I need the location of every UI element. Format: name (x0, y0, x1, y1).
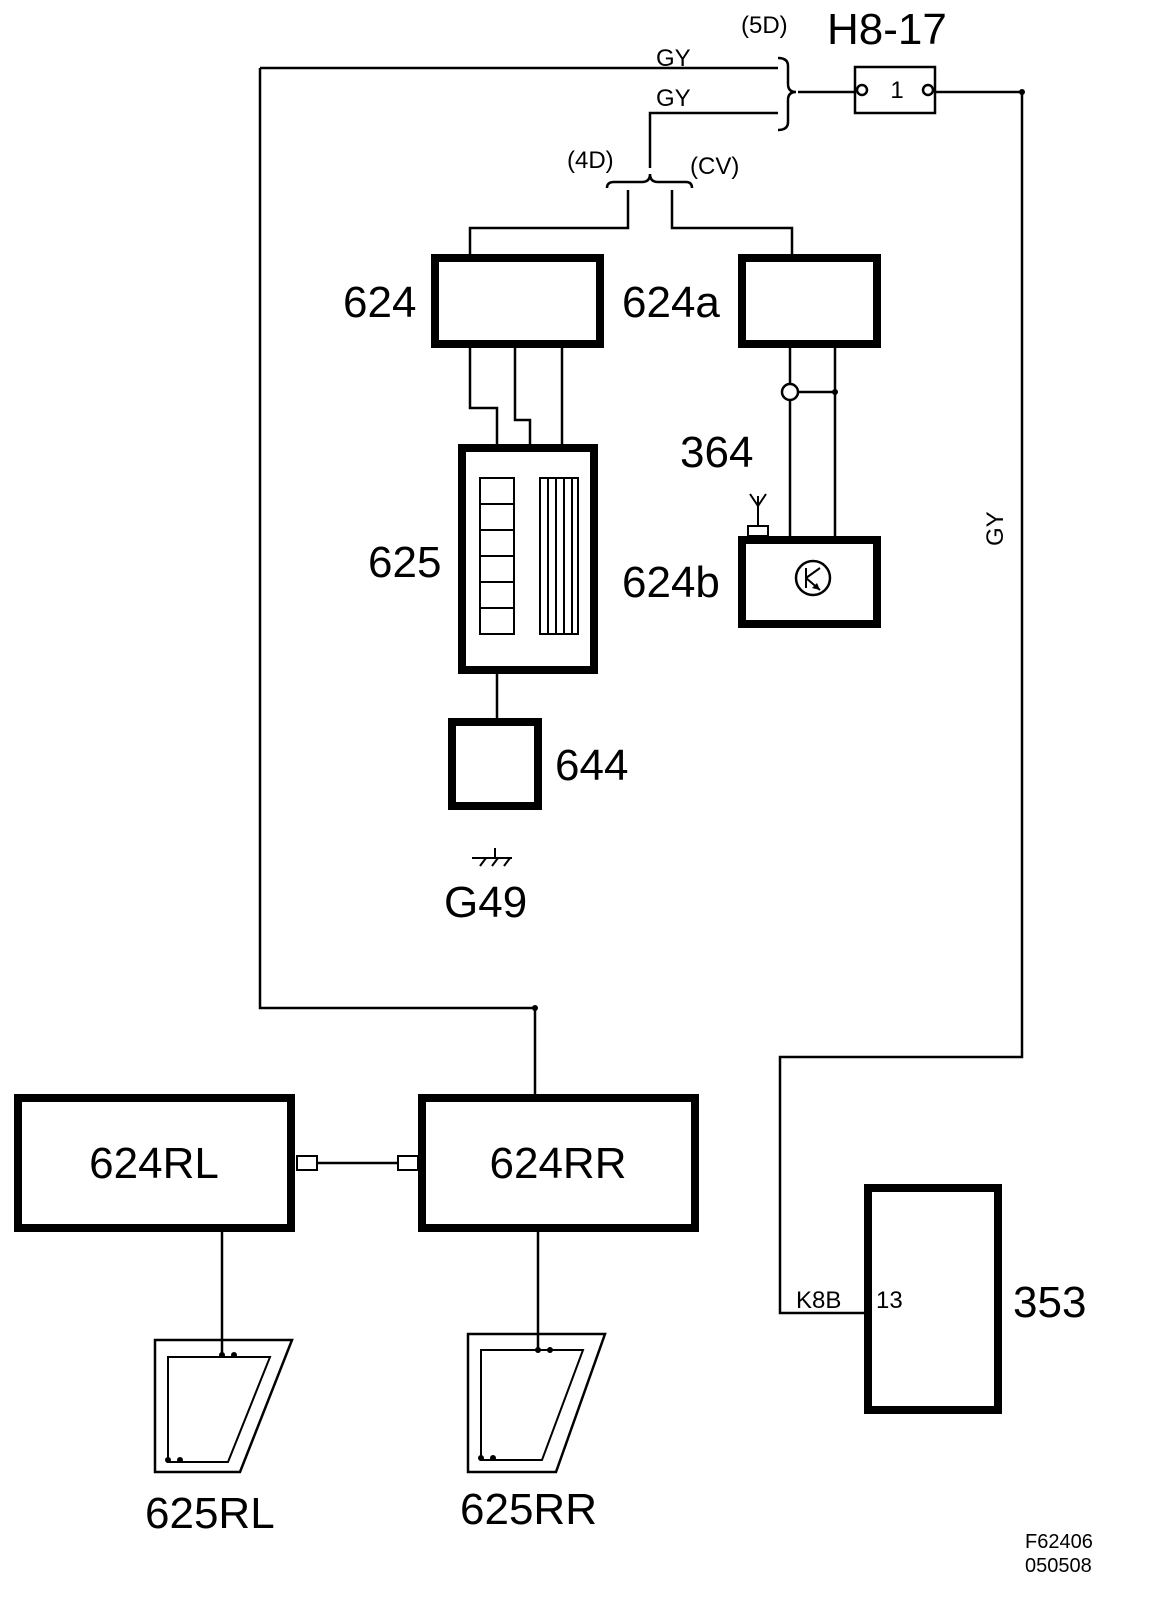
junction-dot (1019, 89, 1025, 95)
component-624a-label: 624a (622, 278, 720, 327)
wire-to-624a (670, 190, 794, 258)
pin-13-label: 13 (876, 1287, 903, 1314)
wire-gy-mid (648, 111, 778, 168)
ground-g49-label: G49 (444, 878, 527, 927)
wire-gy-mid-label: GY (656, 85, 691, 112)
connector-h8-17: 1 (853, 65, 937, 115)
component-625rl-label: 625RL (145, 1489, 275, 1538)
connector-title: H8-17 (827, 5, 947, 54)
component-644-box (448, 718, 542, 810)
component-624-label: 624 (343, 278, 416, 327)
junction-dot (832, 389, 838, 395)
wire-gy-top-label: GY (656, 45, 691, 72)
component-624a-box (738, 254, 881, 348)
component-625-label: 625 (368, 538, 441, 587)
component-353-box (864, 1184, 1002, 1414)
plug-connectors (296, 1155, 419, 1171)
junction-dot (532, 1005, 538, 1011)
component-624rr-box (418, 1094, 699, 1232)
ground-icon (472, 848, 512, 867)
component-625rr-label: 625RR (460, 1485, 597, 1534)
component-353-label: 353 (1013, 1278, 1086, 1327)
wire-to-624 (468, 190, 630, 258)
rear-window-rr (466, 1332, 607, 1474)
heating-element-625 (479, 477, 579, 635)
pin-4d-label: (4D) (567, 147, 614, 174)
brace-4d (605, 173, 694, 189)
pin-5d-label: (5D) (741, 12, 788, 39)
figure-id: F62406 (1025, 1531, 1093, 1553)
pin-cv-label: (CV) (690, 153, 739, 180)
wire-gy-right (778, 90, 1024, 1315)
connector-ring (780, 382, 800, 402)
figure-date: 050508 (1025, 1555, 1092, 1577)
component-624-box (431, 254, 604, 348)
wire-k8b-label: K8B (796, 1287, 841, 1314)
component-364-label: 364 (680, 428, 753, 477)
wire-left-loop (258, 68, 537, 1100)
wire-gy-right-label: GY (982, 511, 1009, 546)
component-624rl-box (14, 1094, 295, 1232)
brace-5d (777, 56, 797, 132)
component-624rr-label: 624RR (490, 1139, 627, 1188)
component-624b-label: 624b (622, 558, 720, 607)
antenna-icon (747, 493, 769, 537)
component-624rl-label: 624RL (89, 1139, 219, 1188)
connector-pin-label: 1 (890, 77, 903, 104)
transistor-icon (794, 559, 832, 597)
component-644-label: 644 (555, 741, 628, 790)
rear-window-rl (153, 1338, 294, 1474)
braces (605, 56, 797, 189)
